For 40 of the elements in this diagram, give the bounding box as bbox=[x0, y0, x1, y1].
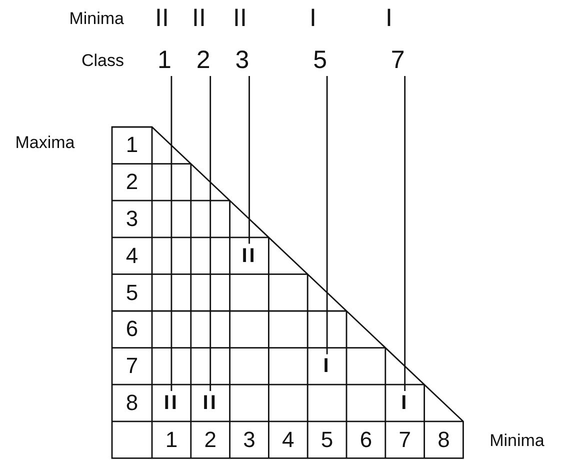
axis-title: Class bbox=[80, 50, 124, 72]
column-label: 3 bbox=[242, 426, 256, 454]
tally-mark: II bbox=[160, 391, 182, 415]
tally-mark: I bbox=[394, 391, 416, 415]
tally-mark: II bbox=[154, 4, 170, 32]
axis-title: Minima bbox=[68, 8, 124, 30]
row-label: 6 bbox=[124, 315, 140, 344]
leader-line bbox=[404, 76, 406, 391]
row-label: 5 bbox=[124, 278, 140, 307]
tally-mark: II bbox=[191, 4, 207, 32]
column-label: 2 bbox=[203, 426, 218, 454]
axis-title: Maxima bbox=[14, 132, 76, 154]
class-number: 7 bbox=[378, 44, 417, 76]
row-label: 8 bbox=[124, 389, 140, 417]
axis-title: Minima bbox=[488, 430, 546, 452]
tally-mark: I bbox=[316, 354, 338, 378]
leader-line bbox=[248, 76, 250, 244]
tally-mark: I bbox=[308, 4, 318, 32]
class-number: 1 bbox=[145, 44, 184, 76]
row-label: 4 bbox=[124, 242, 140, 270]
class-number: 5 bbox=[301, 44, 340, 76]
leader-line bbox=[210, 76, 212, 391]
class-number: 3 bbox=[223, 44, 262, 76]
leader-line bbox=[326, 76, 328, 354]
leader-line bbox=[170, 76, 172, 391]
row-label: 3 bbox=[124, 205, 140, 233]
tally-mark: II bbox=[199, 391, 222, 415]
class-number: 2 bbox=[184, 44, 222, 76]
column-label: 4 bbox=[281, 426, 296, 454]
column-label: 7 bbox=[398, 426, 412, 454]
column-label: 6 bbox=[358, 426, 374, 454]
column-label: 8 bbox=[436, 426, 451, 454]
tally-mark: II bbox=[232, 4, 248, 32]
column-label: 5 bbox=[320, 426, 334, 454]
row-label: 2 bbox=[124, 168, 140, 196]
row-label: 7 bbox=[124, 352, 140, 380]
row-label: 1 bbox=[124, 131, 140, 160]
column-label: 1 bbox=[164, 426, 179, 454]
tally-mark: I bbox=[384, 4, 394, 32]
tally-mark: II bbox=[238, 244, 260, 268]
